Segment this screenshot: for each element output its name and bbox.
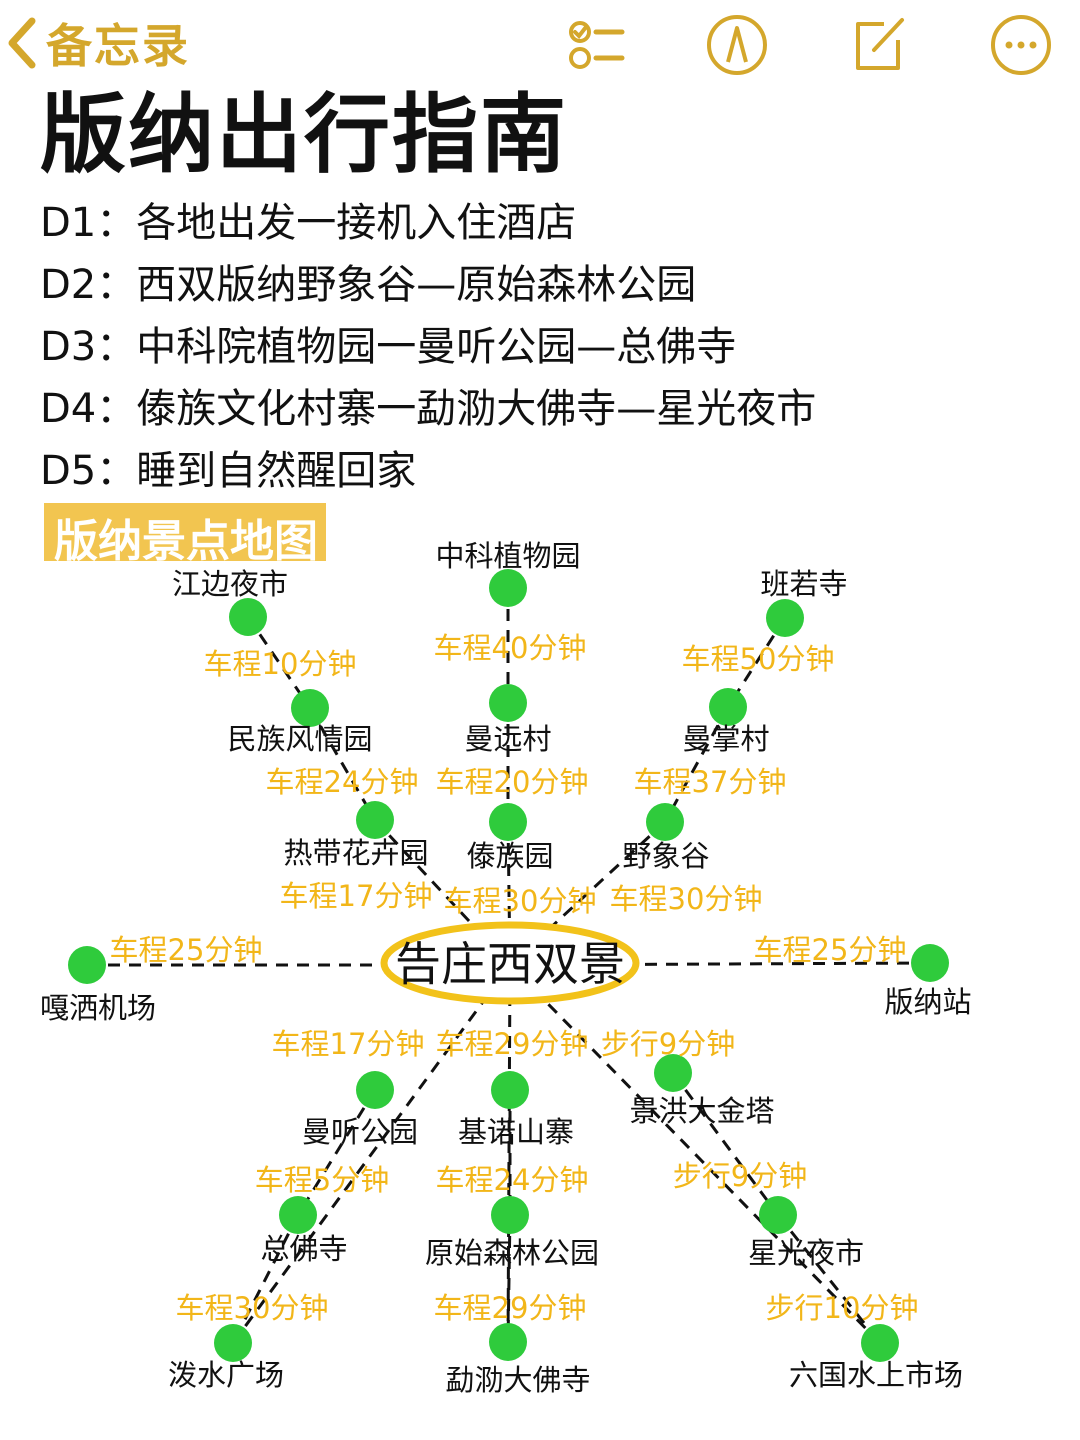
station-dot — [68, 946, 106, 984]
station-label: 热带花卉园 — [283, 836, 428, 870]
station-label: 泼水广场 — [168, 1358, 284, 1392]
station-label: 原始森林公园 — [425, 1236, 599, 1270]
map-heading-badge: 版纳景点地图 — [44, 503, 326, 567]
chevron-left-icon — [4, 15, 40, 71]
compose-button[interactable] — [840, 8, 914, 82]
station-dot — [766, 599, 804, 637]
station-label: 傣族园 — [466, 839, 553, 873]
itinerary-day-1: D1：各地出发一接机入住酒店 — [40, 200, 577, 246]
station-label: 曼掌村 — [682, 722, 769, 756]
station-dot — [911, 944, 949, 982]
travel-time-label: 车程40分钟 — [434, 631, 587, 665]
station-label: 曼远村 — [464, 722, 551, 756]
itinerary-day-4: D4：傣族文化村寨一勐泐大佛寺—星光夜市 — [40, 386, 817, 432]
travel-time-label: 车程10分钟 — [204, 647, 357, 681]
itinerary-list: D1：各地出发一接机入住酒店 D2：西双版纳野象谷—原始森林公园 D3：中科院植… — [40, 192, 816, 502]
back-label: 备忘录 — [46, 19, 190, 73]
station-label: 六国水上市场 — [789, 1358, 963, 1392]
route-segment — [296, 1089, 377, 1216]
station-dot — [654, 1054, 692, 1092]
more-icon — [991, 15, 1051, 75]
travel-time-label: 车程30分钟 — [610, 882, 763, 916]
travel-time-label: 车程25分钟 — [754, 933, 907, 967]
hub-ring — [380, 921, 640, 1005]
checklist-icon — [569, 21, 625, 69]
route-segment — [308, 707, 377, 821]
route-segment — [231, 964, 512, 1344]
markup-button[interactable] — [700, 8, 774, 82]
station-label: 总佛寺 — [260, 1232, 347, 1266]
travel-time-label: 步行9分钟 — [673, 1159, 807, 1193]
map-heading: 版纳景点地图 — [54, 516, 318, 567]
station-dot — [356, 1071, 394, 1109]
station-dot — [214, 1324, 252, 1362]
station-dot — [489, 803, 527, 841]
travel-time-label: 步行10分钟 — [766, 1291, 919, 1325]
station-dot — [491, 1071, 529, 1109]
route-segment — [231, 1214, 300, 1344]
station-label: 野象谷 — [622, 839, 709, 873]
travel-time-label: 车程20分钟 — [436, 765, 589, 799]
travel-time-label: 步行9分钟 — [601, 1027, 735, 1061]
route-segment — [508, 963, 882, 1345]
station-label: 江边夜市 — [172, 567, 288, 601]
compose-icon — [856, 18, 904, 70]
note-title: 版纳出行指南 — [40, 85, 568, 185]
checklist-button[interactable] — [558, 8, 632, 82]
station-label: 基诺山寨 — [458, 1115, 574, 1149]
top-bar: 备忘录 — [0, 0, 1080, 90]
station-dot — [491, 1196, 529, 1234]
station-dot — [709, 688, 747, 726]
itinerary-day-2: D2：西双版纳野象谷—原始森林公园 — [40, 262, 697, 308]
travel-time-label: 车程5分钟 — [255, 1163, 389, 1197]
station-label: 勐泐大佛寺 — [445, 1363, 590, 1397]
travel-time-label: 车程24分钟 — [436, 1163, 589, 1197]
travel-time-label: 车程50分钟 — [682, 642, 835, 676]
hub-label: 告庄西双景 — [395, 937, 625, 991]
travel-time-label: 车程25分钟 — [110, 933, 263, 967]
route-segment — [776, 1214, 882, 1344]
travel-time-label: 车程37分钟 — [634, 765, 787, 799]
itinerary-day-3: D3：中科院植物园一曼听公园—总佛寺 — [40, 324, 737, 370]
pen-markup-icon — [707, 15, 767, 75]
station-dot — [279, 1196, 317, 1234]
station-label: 嘎洒机场 — [40, 991, 156, 1025]
back-button[interactable]: 备忘录 — [4, 10, 190, 76]
station-label: 班若寺 — [760, 567, 847, 601]
itinerary-day-5: D5：睡到自然醒回家 — [40, 448, 417, 494]
station-label: 景洪大金塔 — [629, 1094, 774, 1128]
station-dot — [759, 1196, 797, 1234]
travel-time-label: 车程29分钟 — [434, 1291, 587, 1325]
travel-time-label: 车程17分钟 — [280, 879, 433, 913]
travel-time-label: 车程24分钟 — [266, 765, 419, 799]
station-label: 民族风情园 — [227, 722, 372, 756]
map-labels: 车程10分钟车程24分钟车程17分钟车程40分钟车程20分钟车程30分钟车程50… — [40, 539, 972, 1397]
travel-time-label: 车程30分钟 — [176, 1291, 329, 1325]
route-segment — [509, 961, 931, 967]
travel-time-label: 车程30分钟 — [444, 884, 597, 918]
station-dot — [229, 598, 267, 636]
station-dot — [861, 1324, 899, 1362]
route-segment — [663, 706, 730, 823]
station-label: 中科植物园 — [435, 539, 580, 573]
station-dot — [489, 569, 527, 607]
station-nodes — [68, 569, 949, 1362]
travel-time-label: 车程29分钟 — [436, 1027, 589, 1061]
station-dot — [356, 801, 394, 839]
station-dot — [489, 1323, 527, 1361]
route-segment — [671, 1072, 780, 1216]
station-dot — [291, 689, 329, 727]
station-dot — [489, 684, 527, 722]
travel-time-label: 车程17分钟 — [272, 1027, 425, 1061]
station-label: 曼听公园 — [302, 1115, 418, 1149]
more-button[interactable] — [984, 8, 1058, 82]
station-label: 版纳站 — [884, 985, 971, 1019]
station-dot — [646, 803, 684, 841]
station-label: 星光夜市 — [748, 1236, 864, 1270]
route-segment — [506, 821, 512, 966]
